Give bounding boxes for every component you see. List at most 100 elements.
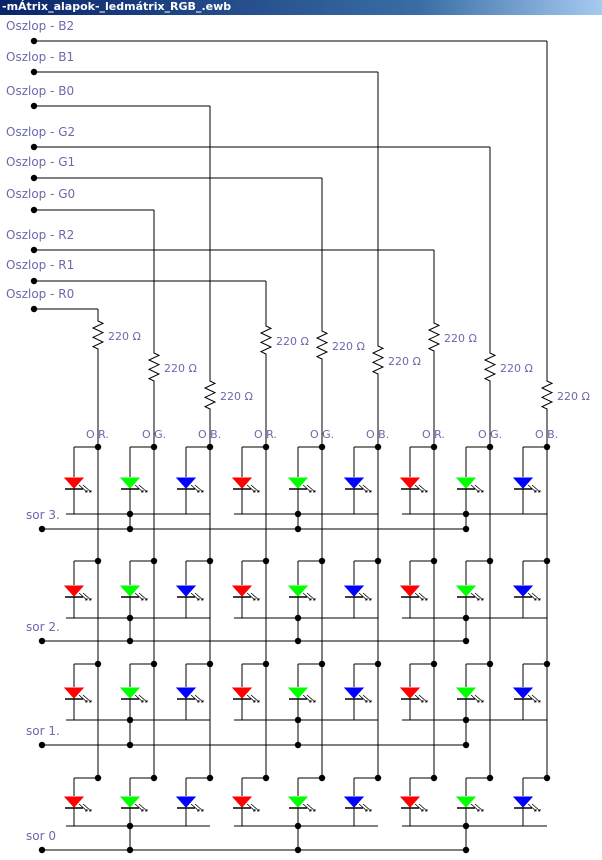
emission-arrows-icon xyxy=(78,592,92,601)
led-icon xyxy=(343,585,365,597)
emission-arrows-icon xyxy=(527,694,541,703)
junction-dot xyxy=(126,741,134,749)
junction-dot xyxy=(294,637,302,645)
resistor-icon xyxy=(91,318,105,352)
led-icon xyxy=(63,585,85,597)
resistor-icon xyxy=(540,378,554,412)
junction-dot xyxy=(374,443,382,451)
junction-dot xyxy=(318,443,326,451)
junction-dot xyxy=(462,741,470,749)
led-icon xyxy=(231,477,253,489)
emission-arrows-icon xyxy=(470,484,484,493)
resistor-value-label: 220 Ω xyxy=(332,340,365,353)
resistor-icon xyxy=(483,350,497,384)
emission-arrows-icon xyxy=(527,592,541,601)
emission-arrows-icon xyxy=(190,803,204,812)
junction-dot xyxy=(150,660,158,668)
junction-dot xyxy=(150,557,158,565)
emission-arrows-icon xyxy=(470,803,484,812)
led-icon xyxy=(287,585,309,597)
junction-dot xyxy=(30,305,38,313)
column-label: Oszlop - R1 xyxy=(6,258,74,272)
emission-arrows-icon xyxy=(358,694,372,703)
column-label: Oszlop - G0 xyxy=(6,187,75,201)
junction-dot xyxy=(30,277,38,285)
emission-arrows-icon xyxy=(414,484,428,493)
resistor-value-label: 220 Ω xyxy=(500,362,533,375)
emission-arrows-icon xyxy=(470,592,484,601)
emission-arrows-icon xyxy=(414,694,428,703)
emission-arrows-icon xyxy=(302,484,316,493)
pin-label: O R. xyxy=(86,428,109,441)
junction-dot xyxy=(30,68,38,76)
junction-dot xyxy=(126,846,134,854)
emission-arrows-icon xyxy=(78,803,92,812)
column-label: Oszlop - G1 xyxy=(6,155,75,169)
led-icon xyxy=(175,687,197,699)
led-icon xyxy=(63,796,85,808)
row-label: sor 1. xyxy=(26,724,60,738)
junction-dot xyxy=(462,822,470,830)
led-matrix xyxy=(63,477,541,812)
column-label: Oszlop - R2 xyxy=(6,228,74,242)
junction-dot xyxy=(38,525,46,533)
led-icon xyxy=(175,477,197,489)
led-icon xyxy=(63,687,85,699)
led-icon xyxy=(512,585,534,597)
led-icon xyxy=(399,585,421,597)
pin-label: O B. xyxy=(535,428,558,441)
emission-arrows-icon xyxy=(358,592,372,601)
junction-dot xyxy=(94,774,102,782)
junction-dot xyxy=(543,774,551,782)
emission-arrows-icon xyxy=(246,484,260,493)
emission-arrows-icon xyxy=(246,694,260,703)
resistor-value-label: 220 Ω xyxy=(444,332,477,345)
junction-dot xyxy=(206,774,214,782)
pin-label: O G. xyxy=(478,428,502,441)
emission-arrows-icon xyxy=(134,484,148,493)
led-icon xyxy=(343,687,365,699)
resistor-value-label: 220 Ω xyxy=(276,335,309,348)
led-icon xyxy=(512,687,534,699)
junction-dot xyxy=(126,614,134,622)
led-icon xyxy=(119,687,141,699)
led-icon xyxy=(343,477,365,489)
junction-dot xyxy=(126,822,134,830)
junction-dot xyxy=(30,143,38,151)
junction-dot xyxy=(374,660,382,668)
junction-dot xyxy=(318,774,326,782)
junction-dot xyxy=(206,557,214,565)
row-label: sor 2. xyxy=(26,620,60,634)
junction-dot xyxy=(430,557,438,565)
junction-dot xyxy=(294,846,302,854)
led-icon xyxy=(175,585,197,597)
junction-dot xyxy=(462,510,470,518)
junction-dot xyxy=(294,741,302,749)
junction-dot xyxy=(262,774,270,782)
junction-dot xyxy=(30,37,38,45)
emission-arrows-icon xyxy=(358,484,372,493)
resistor-value-label: 220 Ω xyxy=(164,362,197,375)
junction-dot xyxy=(126,525,134,533)
junction-dot xyxy=(294,525,302,533)
junction-dot xyxy=(150,443,158,451)
wires xyxy=(34,40,548,851)
emission-arrows-icon xyxy=(414,592,428,601)
emission-arrows-icon xyxy=(246,592,260,601)
column-label: Oszlop - B0 xyxy=(6,84,74,98)
emission-arrows-icon xyxy=(527,484,541,493)
column-label: Oszlop - G2 xyxy=(6,125,75,139)
row-label: sor 0 xyxy=(26,829,56,843)
junction-dot xyxy=(462,637,470,645)
junction-dot xyxy=(374,557,382,565)
led-icon xyxy=(287,477,309,489)
junctions xyxy=(30,37,551,854)
emission-arrows-icon xyxy=(414,803,428,812)
led-icon xyxy=(63,477,85,489)
resistor-value-label: 220 Ω xyxy=(220,390,253,403)
junction-dot xyxy=(430,660,438,668)
emission-arrows-icon xyxy=(134,592,148,601)
